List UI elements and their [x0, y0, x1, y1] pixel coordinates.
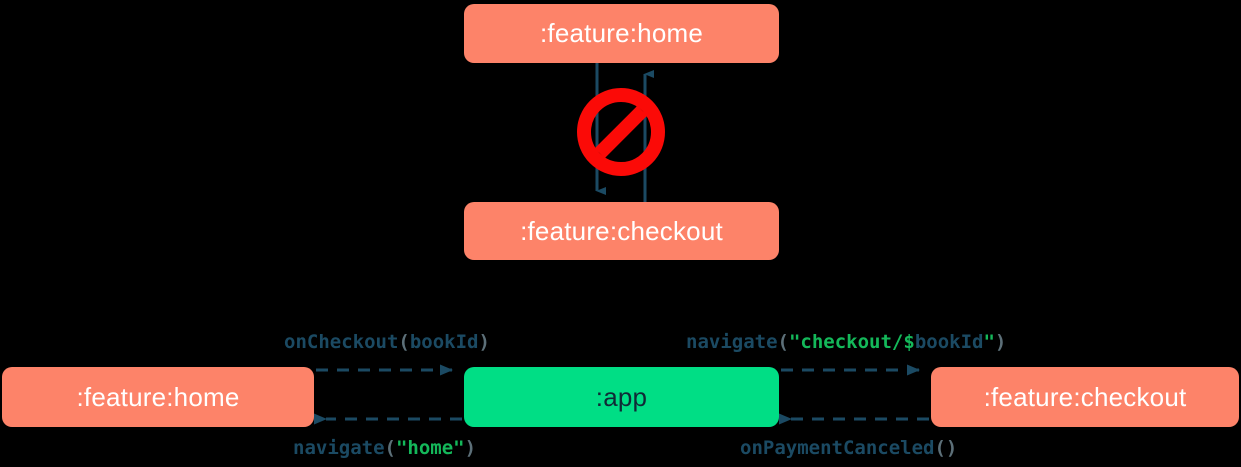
edge-label-app-to-home: navigate("home")	[293, 437, 476, 459]
token-punct: (	[398, 331, 410, 353]
token-str: "home"	[395, 437, 465, 459]
token-punct: )	[478, 331, 490, 353]
token-fn: onCheckout	[284, 331, 399, 353]
node-label: :app	[595, 381, 648, 412]
node-feature-home-bottom[interactable]: :feature:home	[2, 367, 314, 427]
edge-label-home-to-app: onCheckout(bookId)	[284, 331, 490, 353]
token-var: bookId	[409, 331, 479, 353]
token-punct: )	[464, 437, 477, 459]
token-str: "	[983, 331, 995, 353]
edge-label-app-to-checkout: navigate("checkout/$bookId")	[686, 331, 1006, 353]
token-var: bookId	[914, 331, 984, 353]
token-punct: (	[777, 331, 789, 353]
token-fn: onPaymentCanceled	[740, 437, 935, 459]
token-punct: ()	[934, 437, 958, 459]
token-punct: (	[384, 437, 396, 459]
token-fn: navigate	[686, 331, 778, 353]
token-fn: navigate	[293, 437, 385, 459]
node-label: :feature:checkout	[520, 215, 723, 246]
node-app-bottom[interactable]: :app	[464, 367, 779, 427]
node-label: :feature:home	[539, 18, 704, 48]
prohibition-slash	[594, 105, 648, 159]
node-label: :feature:checkout	[983, 381, 1187, 412]
node-feature-checkout-bottom[interactable]: :feature:checkout	[931, 367, 1239, 427]
prohibition-sign-icon	[577, 88, 665, 176]
edge-label-checkout-to-app: onPaymentCanceled()	[740, 437, 957, 459]
token-punct: )	[994, 331, 1007, 353]
token-str: "checkout/$	[788, 331, 915, 353]
node-feature-home-top[interactable]: :feature:home	[464, 4, 779, 63]
node-label: :feature:home	[76, 381, 240, 412]
node-feature-checkout-top[interactable]: :feature:checkout	[464, 202, 779, 260]
